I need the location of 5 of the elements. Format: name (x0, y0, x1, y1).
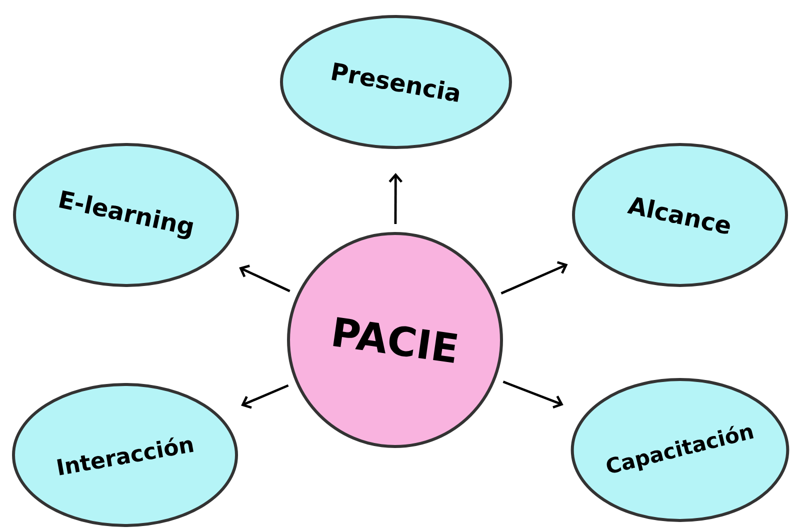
arrow (241, 384, 289, 409)
arrow (500, 261, 568, 294)
arrow (239, 264, 290, 292)
arrow (388, 172, 403, 224)
arrow (502, 380, 564, 409)
